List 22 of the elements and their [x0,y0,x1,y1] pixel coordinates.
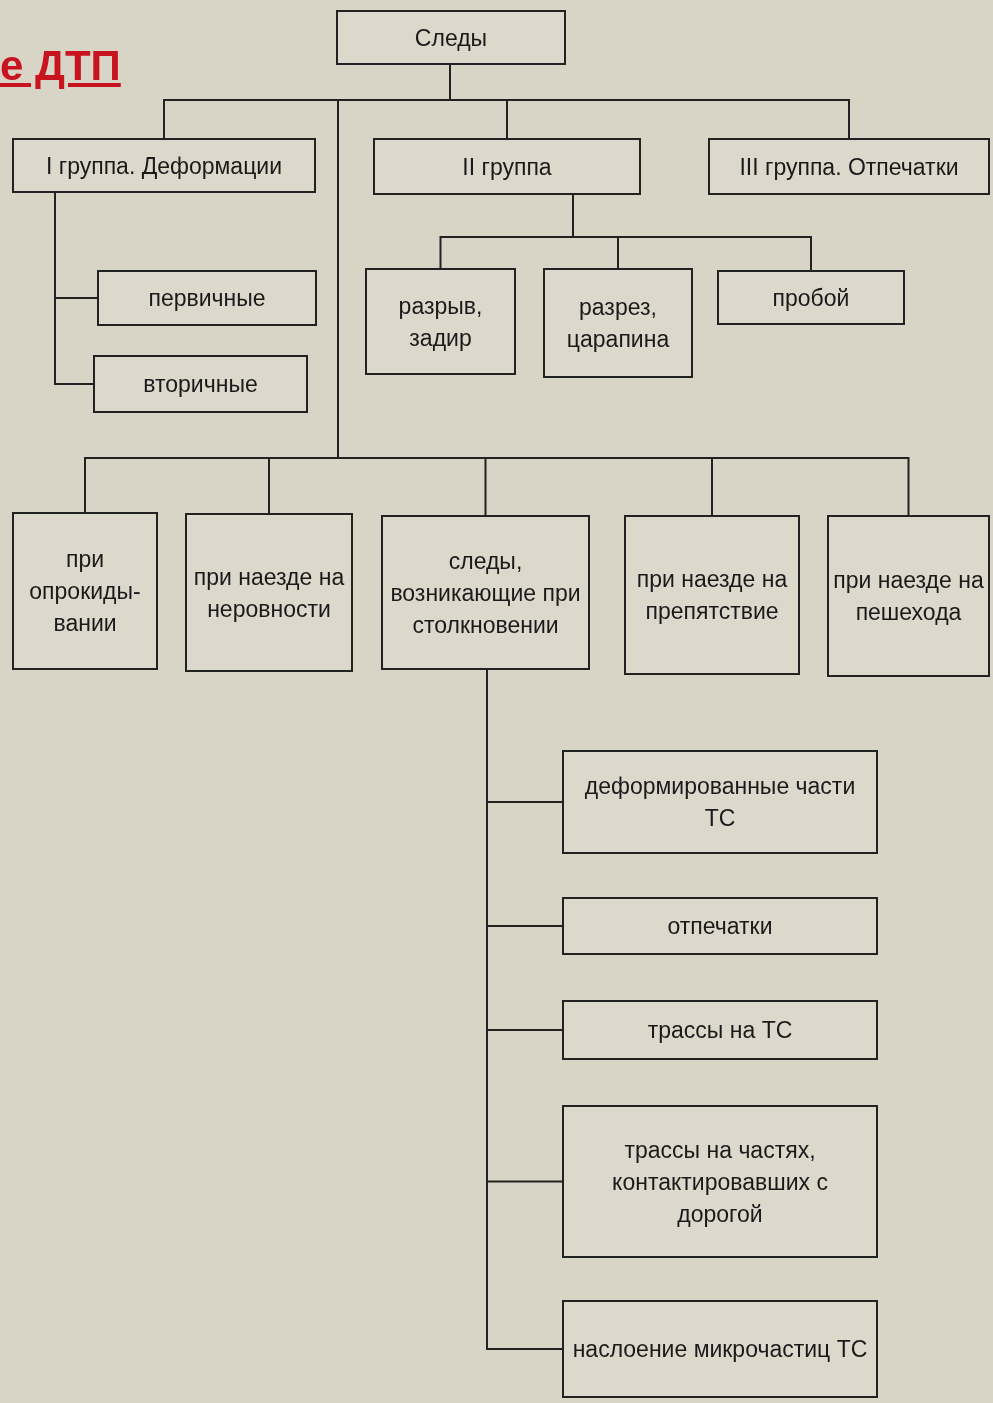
category-box: вторичные [93,355,308,413]
category-box: деформированные части ТС [562,750,878,854]
category-box: наслоение микрочастиц ТС [562,1300,878,1398]
category-box: III группа. Отпечатки [708,138,990,195]
category-box: разрыв, задир [365,268,516,375]
category-box: при наезде на неровности [185,513,353,672]
category-box: трассы на частях, контактировавших с дорогой [562,1105,878,1258]
title: е ДТП [0,41,121,91]
category-box: первичные [97,270,317,326]
category-box: II группа [373,138,641,195]
category-box: пробой [717,270,905,325]
category-box: разрез, царапина [543,268,693,378]
category-box: Следы [336,10,566,65]
connector-line [572,194,812,271]
category-box: при наезде на препятствие [624,515,800,675]
connector-line [54,192,94,385]
category-box: I группа. Деформации [12,138,316,193]
category-box: отпечатки [562,897,878,955]
category-box: следы, возникающие при столкновении [381,515,590,670]
category-box: при наезде на пешехода [827,515,990,677]
category-box: трассы на ТС [562,1000,878,1060]
category-box: при опрокиды- вании [12,512,158,670]
